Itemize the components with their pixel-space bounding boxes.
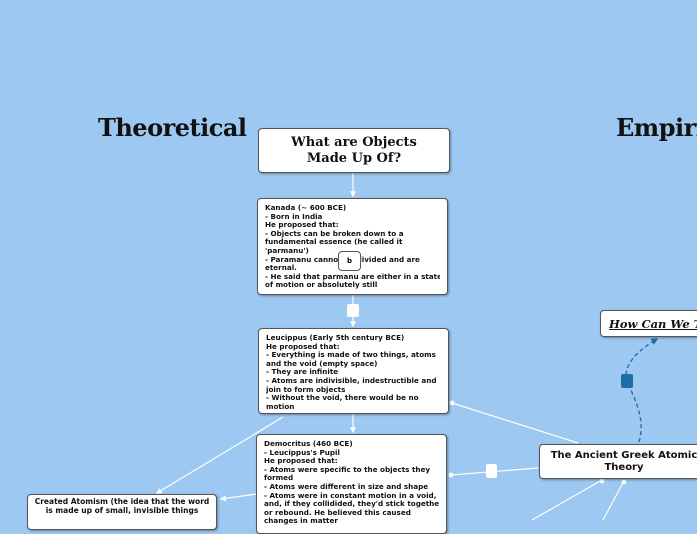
democritus-line: - Leucippus's Pupil [264,448,340,457]
kanada-line: - Born in India [265,212,323,221]
leucippus-line: - Everything is made of two things, atom… [266,351,436,360]
kanada-line: fundamental essence (he called it [265,238,403,247]
connector-canvas [155,173,659,520]
connector-democritus-atomism [219,493,258,502]
democritus-line: or rebound. He believed this caused [264,508,411,517]
leucippus-line: join to form objects [266,385,346,394]
leucippus-line: - Atoms are indivisible, indestructible … [266,376,437,385]
democritus-node[interactable]: Democritus (460 BCE) - Leucippus's Pupil… [256,434,447,534]
kanada-line: - He said that parmanu are either in a s… [265,272,440,281]
leucippus-line: and the void (empty space) [266,359,378,368]
connector-drag-handle[interactable] [621,374,633,388]
democritus-line: - Atoms were in constant motion in a voi… [264,491,437,500]
ancient-greek-node[interactable]: The Ancient Greek Atomic Theory [539,444,697,479]
how-can-we-test-label: How Can We Test [609,316,697,331]
leucippus-line: Leucippus (Early 5th century BCE) [266,334,405,342]
democritus-line: changes in matter [264,517,338,526]
democritus-line: and, if they collidided, they'd stick to… [264,500,439,509]
kanada-line: of motion or absolutely still [265,281,378,290]
heading-empirical: Empiric [616,113,697,142]
kanada-node[interactable]: Kanada (~ 600 BCE) - Born in India He pr… [257,198,448,295]
kanada-line: Kanada (~ 600 BCE) [265,204,347,212]
kanada-line: - Objects can be broken down to a [265,229,404,238]
heading-theoretical: Theoretical [98,113,247,142]
atomism-node[interactable]: Created Atomism (the idea that the word … [27,494,217,530]
connector-leucippus-atomism [155,416,284,494]
leucippus-node[interactable]: Leucippus (Early 5th century BCE) He pro… [258,328,449,414]
connector-leucippus-greek [451,402,579,444]
democritus-line: Democritus (460 BCE) [264,440,353,448]
democritus-line: formed [264,474,294,483]
tag-badge[interactable]: b [338,251,361,271]
kanada-line: 'parmanu') [265,246,309,255]
democritus-line: He proposed that: [264,457,338,466]
leucippus-line: motion [266,402,295,411]
main-question-node[interactable]: What are Objects Made Up Of? [258,128,450,173]
dashed-connector-greek-howcan [625,338,659,443]
kanada-line: He proposed that: [265,221,339,230]
leucippus-line: - Without the void, there would be no [266,394,419,403]
democritus-line: - Atoms were specific to the objects the… [264,465,431,474]
how-can-we-test-node[interactable]: How Can We Test [600,310,697,337]
democritus-line: - Atoms were different in size and shape [264,482,429,491]
connector-greek-down-1 [531,479,603,520]
leucippus-line: He proposed that: [266,342,340,351]
atomism-line: is made up of small, invisible things [45,506,199,515]
atomism-line: Created Atomism (the idea that the word [34,497,210,506]
connector-greek-down-2 [602,480,625,520]
leucippus-line: - They are infinite [266,368,339,377]
connector-drag-handle[interactable] [347,304,359,317]
main-question-label: What are Objects Made Up Of? [291,134,417,166]
ancient-greek-label: The Ancient Greek Atomic Theory [550,449,697,473]
connector-drag-handle[interactable] [486,464,497,478]
kanada-line: eternal. [265,264,297,273]
